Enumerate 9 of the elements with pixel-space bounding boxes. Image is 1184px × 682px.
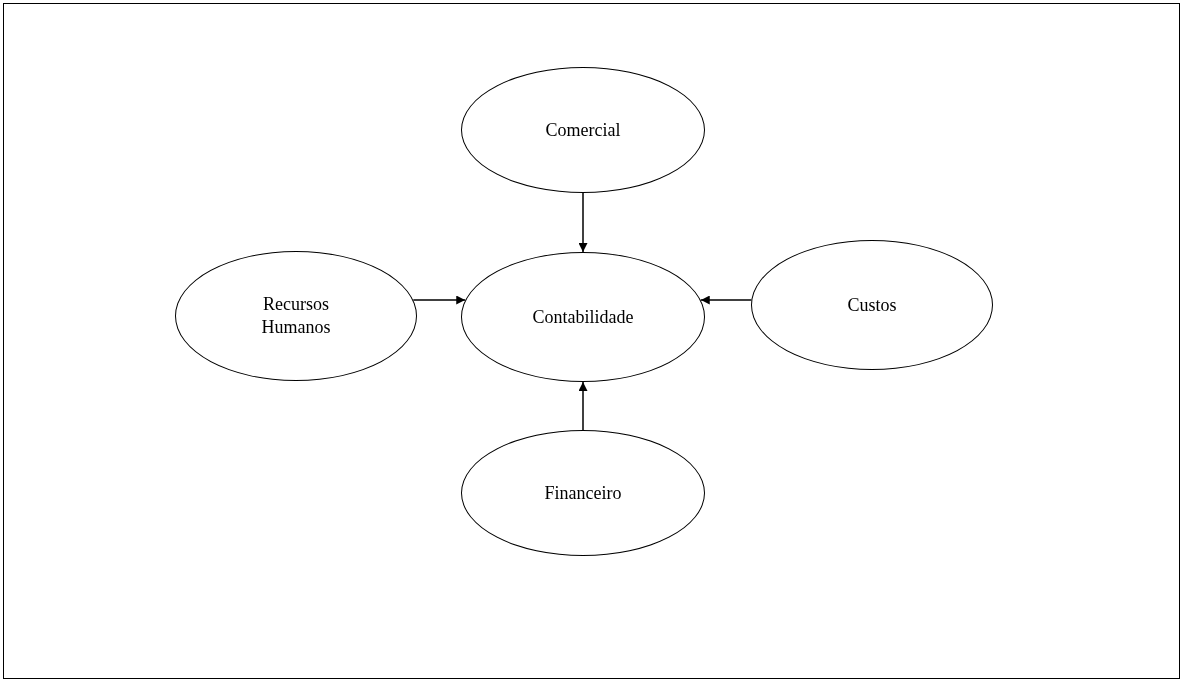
arrow bbox=[412, 295, 466, 305]
node-label: Custos bbox=[847, 293, 897, 317]
arrow bbox=[578, 192, 588, 253]
arrow bbox=[700, 295, 753, 305]
node-label: Financeiro bbox=[544, 481, 622, 505]
node-label: Contabilidade bbox=[532, 305, 634, 329]
node-label: Comercial bbox=[545, 118, 621, 142]
arrow bbox=[578, 381, 588, 431]
node-label: Recursos Humanos bbox=[260, 293, 332, 339]
